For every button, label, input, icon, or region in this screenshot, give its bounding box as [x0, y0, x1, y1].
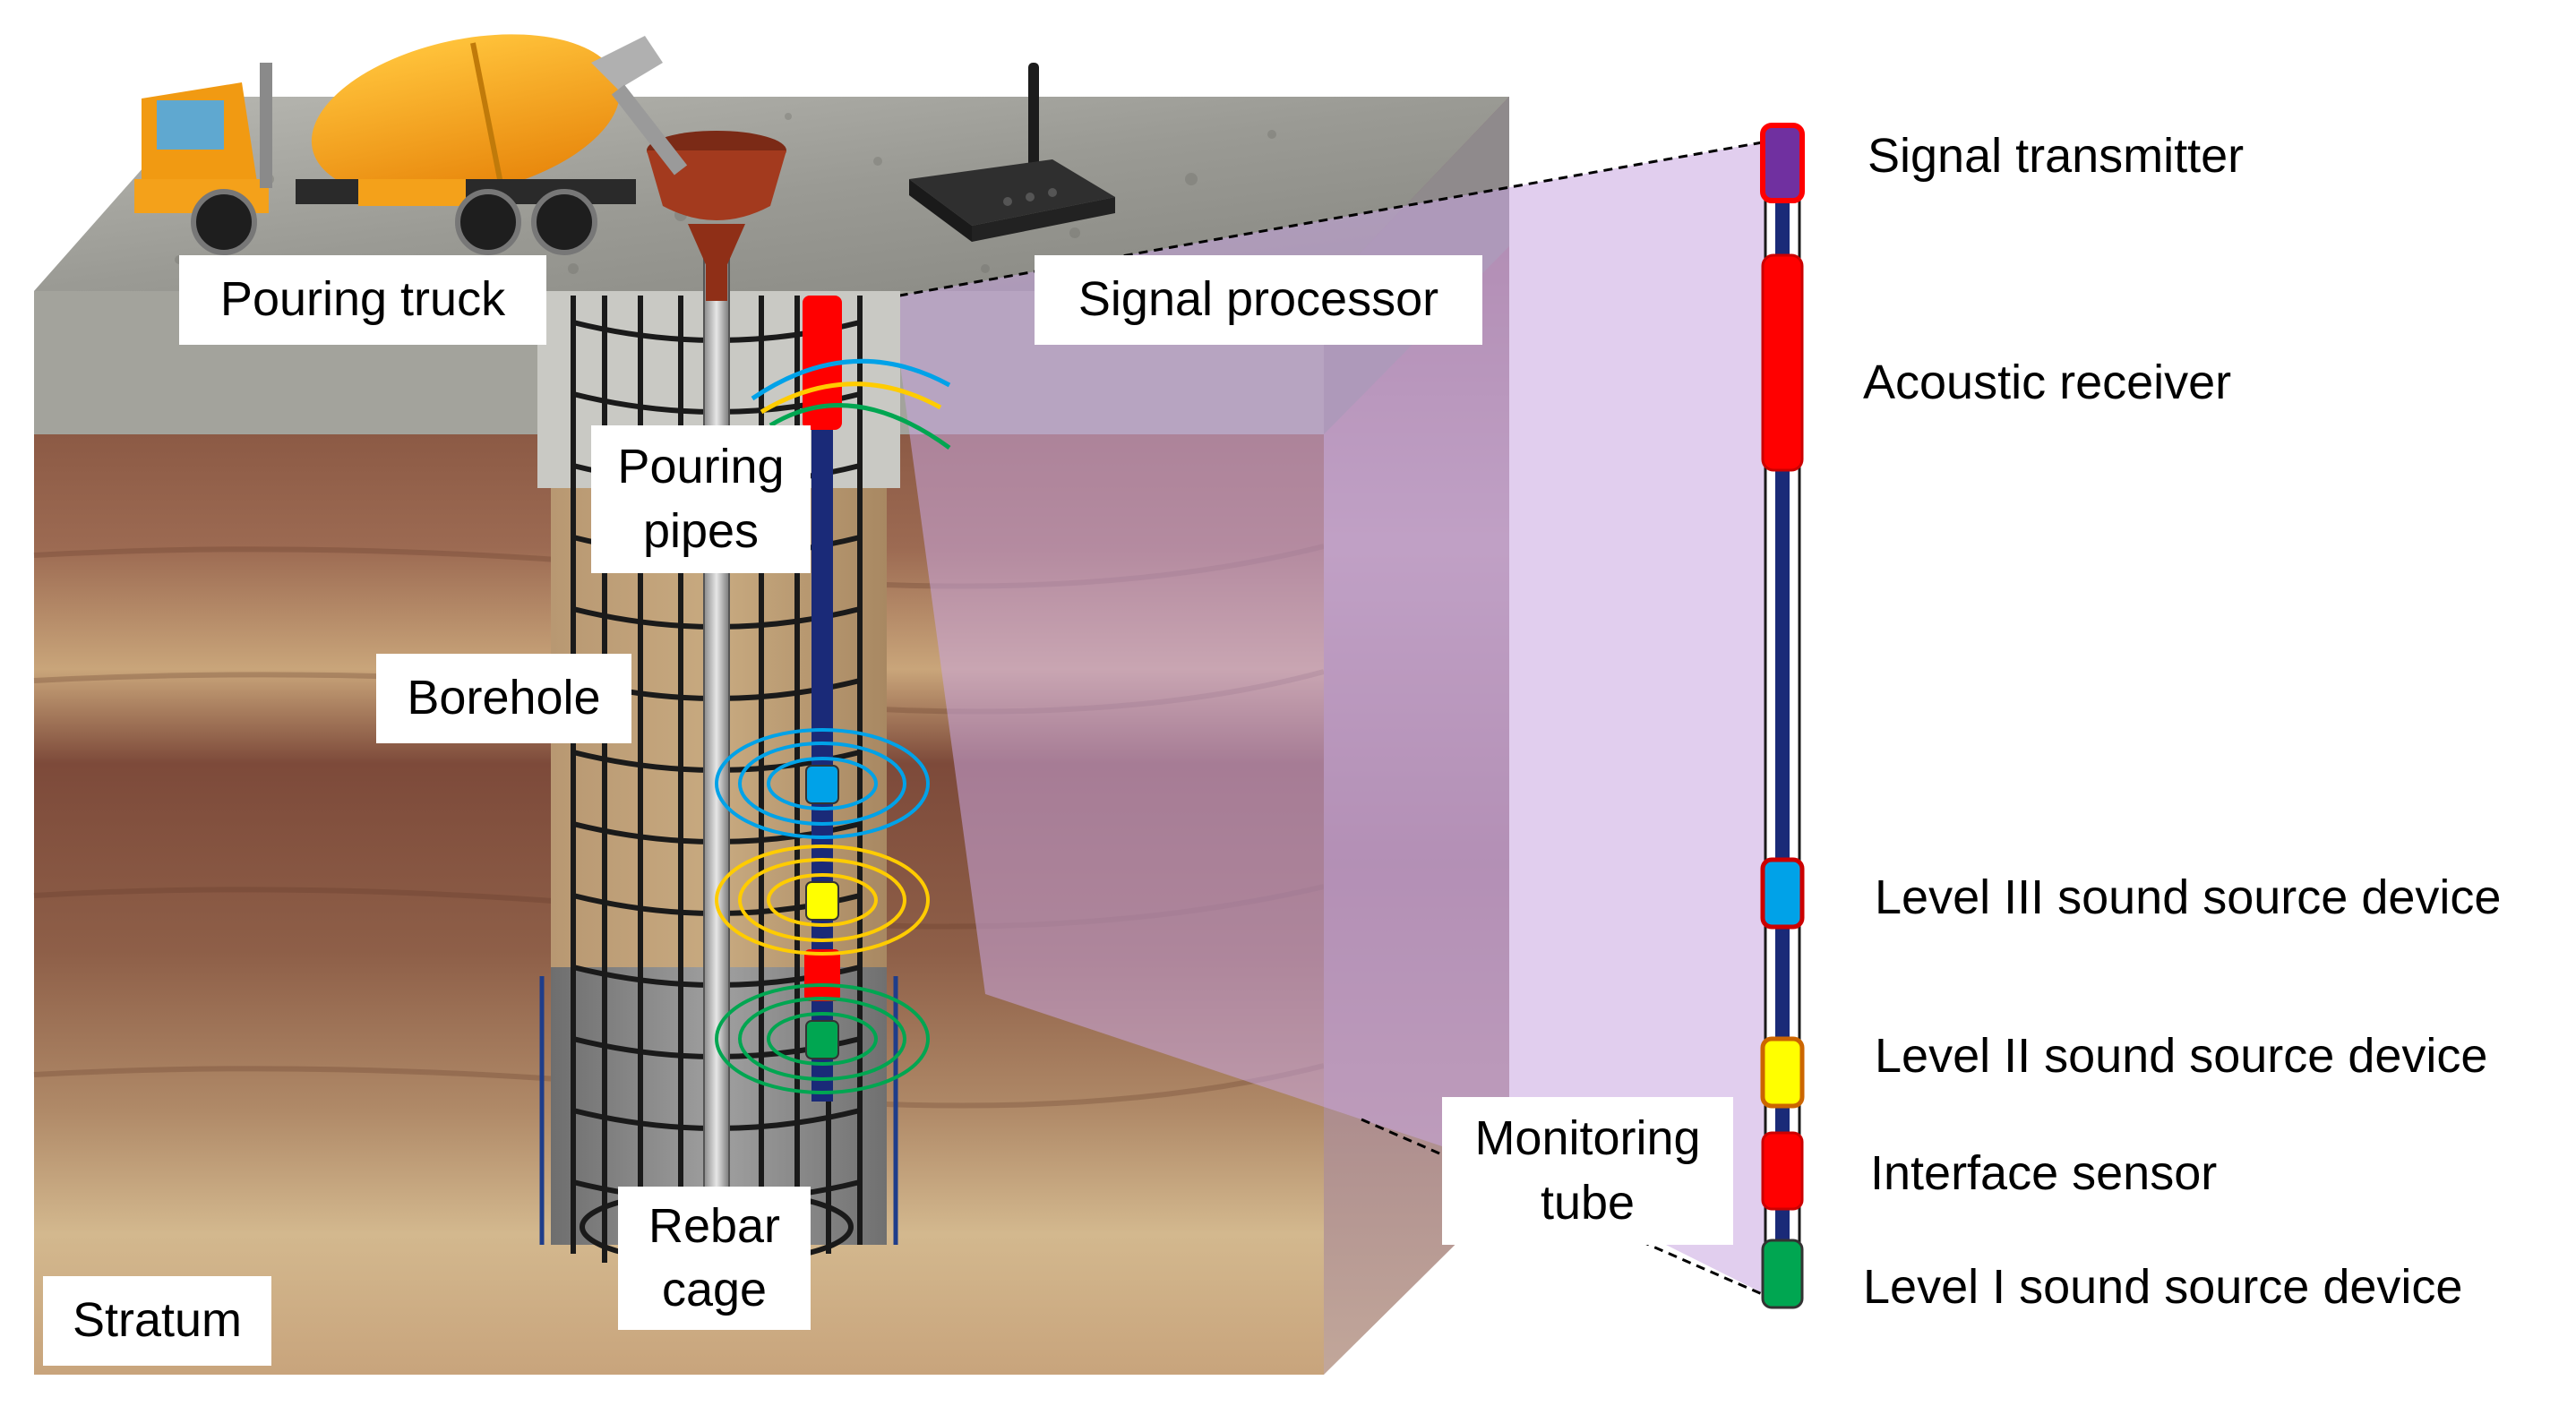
enlarged-monitoring-tube [1760, 123, 1805, 1309]
acoustic-receiver-label: Acoustic receiver [1863, 356, 2232, 409]
pouring-pipe [703, 241, 730, 1210]
interface-sensor-cylinder [1761, 1131, 1804, 1211]
sound-waves-level3 [715, 728, 930, 839]
stratum-label: Stratum [43, 1276, 271, 1366]
signal-transmitter-cylinder [1760, 123, 1805, 203]
level3-device-label: Level III sound source device [1875, 870, 2502, 924]
signal-processor-label: Signal processor [1035, 255, 1482, 345]
acoustic-receiver-small [803, 296, 842, 430]
signal-transmitter-label: Signal transmitter [1868, 129, 2245, 183]
projection-line-top [823, 137, 1783, 311]
rebar-cage-label: Rebar cage [618, 1187, 811, 1330]
level1-device-small [805, 1020, 839, 1059]
pouring-pipes-label: Pouring pipes [591, 425, 811, 573]
level1-cylinder [1761, 1239, 1804, 1309]
interface-sensor-label: Interface sensor [1870, 1146, 2218, 1200]
level3-device-small [805, 765, 839, 804]
projection-overlay [824, 139, 1782, 1303]
pouring-truck-label: Pouring truck [179, 255, 546, 345]
acoustic-receiver-cylinder [1761, 253, 1804, 472]
sound-waves-level1 [715, 983, 930, 1094]
level3-cylinder [1760, 857, 1805, 930]
signal-processor-icon [909, 63, 1115, 242]
level2-device-small [805, 881, 839, 921]
borehole-label: Borehole [376, 654, 631, 743]
level1-device-label: Level I sound source device [1863, 1260, 2463, 1314]
pouring-truck-icon [134, 34, 688, 255]
interface-sensor-small [804, 949, 840, 1001]
signal-arcs [751, 358, 951, 450]
sound-waves-level2 [715, 844, 930, 956]
monitoring-tube-label: Monitoring tube [1442, 1097, 1733, 1245]
level2-device-label: Level II sound source device [1875, 1029, 2488, 1083]
level2-cylinder [1760, 1036, 1805, 1109]
